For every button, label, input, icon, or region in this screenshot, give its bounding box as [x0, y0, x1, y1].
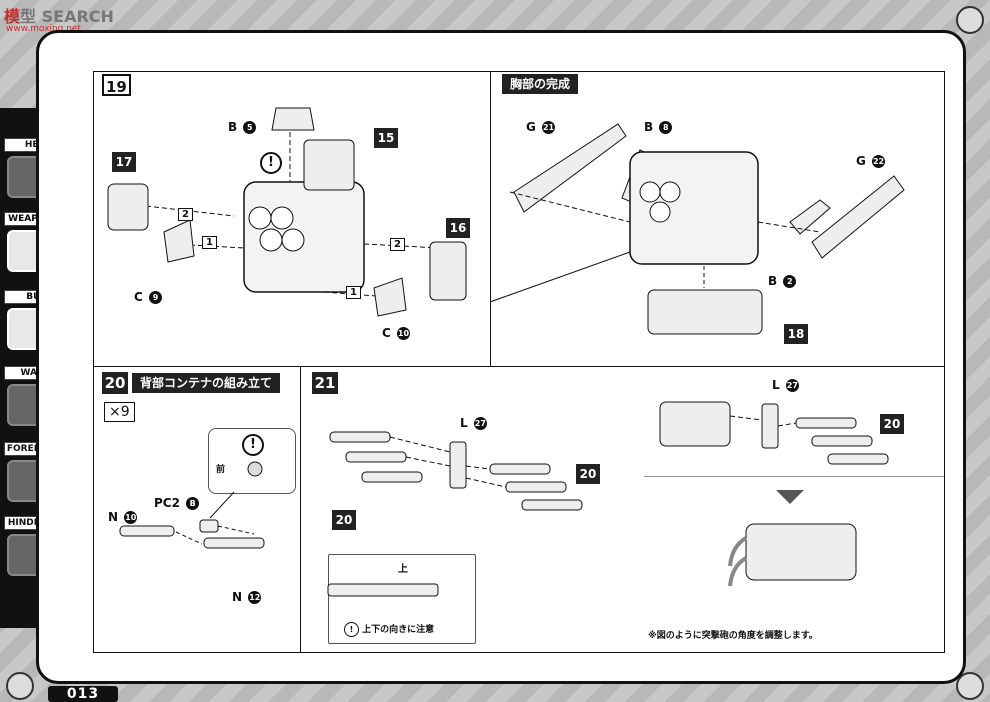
- label-b2: B 2: [768, 274, 797, 288]
- label-n10: N 10: [108, 510, 138, 524]
- order-1: 1: [346, 286, 361, 299]
- part-20: 20: [332, 510, 356, 530]
- instruction-panel: 19 17 15 16 B 5 C 9 C 10 !: [93, 71, 945, 653]
- part-18: 18: [784, 324, 808, 344]
- label-g22: G 22: [856, 154, 886, 168]
- label-g21: G 21: [526, 120, 556, 134]
- down-arrow-icon: [776, 490, 804, 504]
- angle-adjust-note: ※図のように突撃砲の角度を調整します。: [648, 631, 818, 641]
- divider: [490, 72, 491, 366]
- step21-diagram: [327, 401, 889, 597]
- divider: [300, 366, 301, 652]
- divider: [644, 476, 944, 477]
- step-number-21: 21: [312, 372, 338, 394]
- chest-complete-title: 胸部の完成: [502, 74, 579, 94]
- instruction-frame: 19 17 15 16 B 5 C 9 C 10 !: [36, 30, 966, 684]
- corner-emblem-icon: [956, 6, 984, 34]
- step-number-20: 20: [102, 372, 128, 394]
- label-c10: C 10: [382, 326, 410, 340]
- divider: [94, 366, 944, 367]
- step20-diagram: [119, 461, 265, 549]
- corner-emblem-icon: [956, 672, 984, 700]
- part-16: 16: [446, 218, 470, 238]
- callout-top-label: 上: [398, 564, 408, 575]
- step20-title: 背部コンテナの組み立て: [132, 373, 281, 393]
- chest-complete-diagram: [489, 123, 905, 335]
- label-b8: B 8: [644, 120, 673, 134]
- part-17: 17: [112, 152, 136, 172]
- repeat-count: ×9: [104, 402, 135, 422]
- step19-diagram: [107, 107, 467, 317]
- order-1: 1: [202, 236, 217, 249]
- callout-front-label: 前: [216, 465, 226, 475]
- warning-icon: !: [242, 434, 264, 456]
- order-2: 2: [178, 208, 193, 221]
- step-number-19: 19: [102, 74, 131, 96]
- watermark-url: www.moxing.net: [6, 24, 81, 34]
- label-l27: L 27: [772, 378, 799, 392]
- label-pc2: PC2 B: [154, 496, 200, 510]
- label-c9: C 9: [134, 290, 162, 304]
- warning-icon: !: [260, 152, 282, 174]
- part-20: 20: [576, 464, 600, 484]
- label-l27: L 27: [460, 416, 487, 430]
- warning-note: ! 上下の向きに注意: [342, 622, 434, 637]
- part-20: 20: [880, 414, 904, 434]
- order-2: 2: [390, 238, 405, 251]
- watermark-logo: 模型 SEARCH: [4, 7, 114, 26]
- part-15: 15: [374, 128, 398, 148]
- page-number: 013: [48, 686, 118, 702]
- corner-emblem-icon: [6, 672, 34, 700]
- label-b5: B 5: [228, 120, 257, 134]
- label-n12: N 12: [232, 590, 262, 604]
